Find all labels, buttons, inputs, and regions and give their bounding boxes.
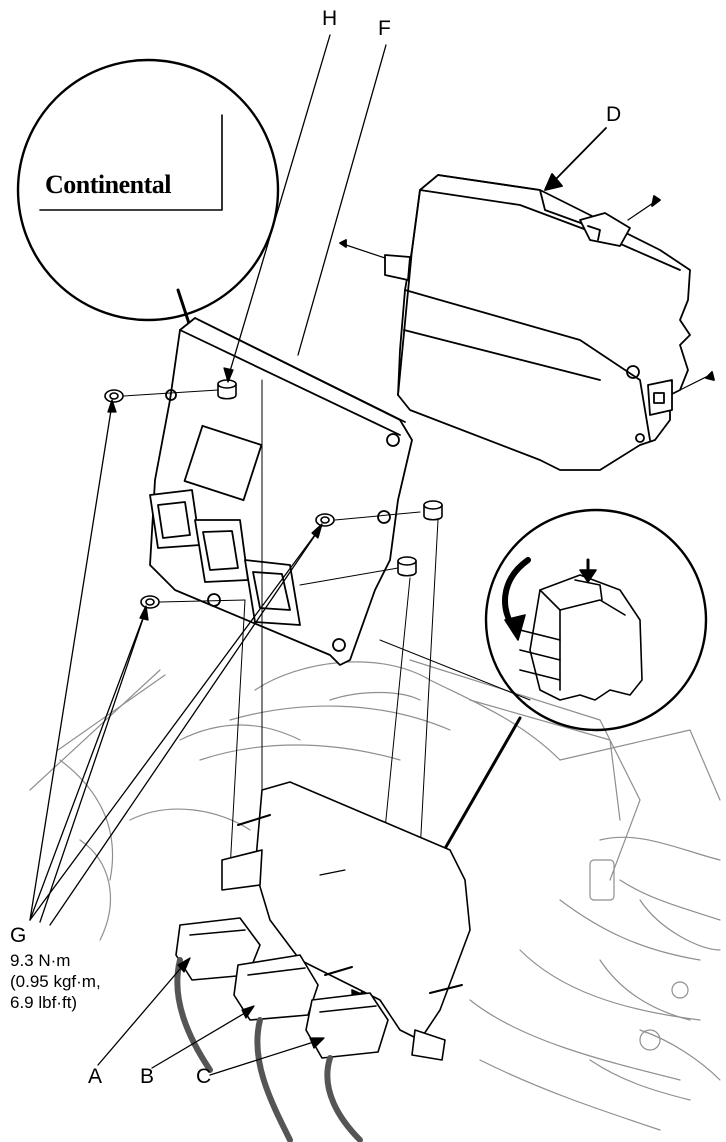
- continental-logo: Continental: [45, 170, 171, 199]
- harness-connectors: [174, 917, 389, 1142]
- torque-spec-line3: 6.9 lbf·ft): [10, 993, 78, 1012]
- ecm-unit-f: [149, 317, 413, 666]
- engine-bay-background: [29, 659, 721, 1131]
- label-h: H: [322, 7, 338, 30]
- leader-lines-abc: [97, 957, 325, 1076]
- label-b: B: [140, 1065, 155, 1088]
- label-d: D: [606, 103, 622, 126]
- label-c: C: [196, 1065, 212, 1088]
- collars-h: [217, 379, 443, 577]
- label-a: A: [88, 1065, 103, 1088]
- logo-callout-circle: [16, 58, 280, 322]
- leader-lines-g: [29, 399, 323, 926]
- torque-spec: 9.3 N·m (0.95 kgf·m, 6.9 lbf·ft): [10, 950, 101, 1013]
- release-callout-circle: [484, 508, 708, 732]
- torque-spec-line2: (0.95 kgf·m,: [10, 972, 101, 991]
- leader-lines-h-f: [223, 34, 387, 383]
- cover-d: [339, 127, 715, 471]
- mounting-nuts-g: [104, 389, 335, 609]
- torque-spec-line1: 9.3 N·m: [10, 951, 71, 970]
- label-f: F: [378, 17, 391, 40]
- mounting-bracket: [221, 781, 471, 1061]
- label-g: G: [10, 924, 27, 947]
